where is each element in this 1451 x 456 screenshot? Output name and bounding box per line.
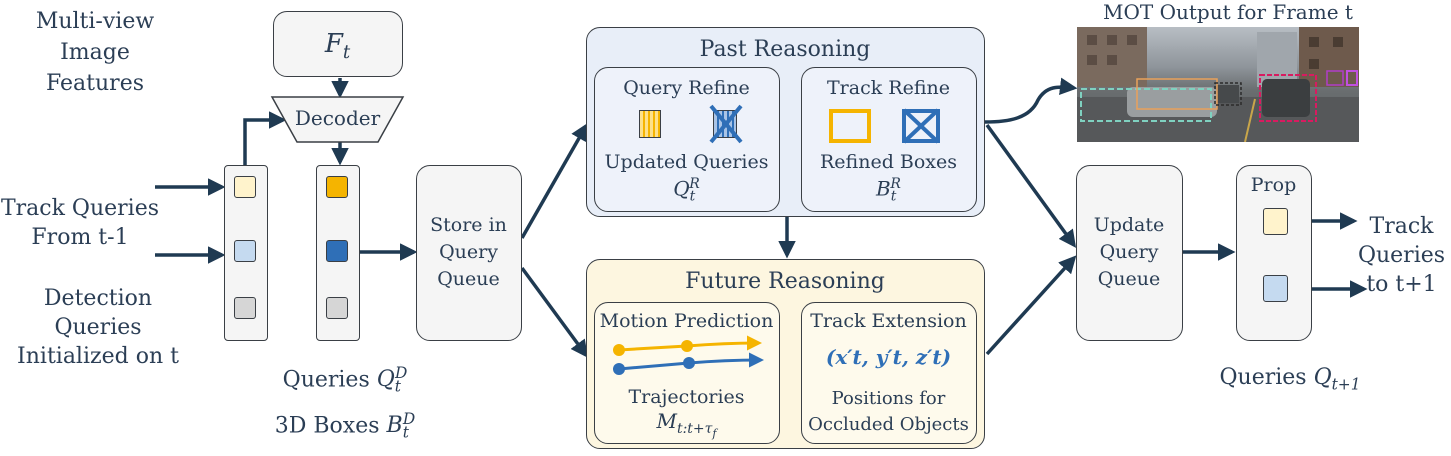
decoded-query-square-yellow xyxy=(326,176,348,198)
propagated-query-blue xyxy=(1263,275,1288,302)
future-reasoning-panel: Future Reasoning Motion Prediction Traje… xyxy=(586,259,985,449)
detection-queries-line2: Initialized on t xyxy=(17,344,179,369)
track-extension-title: Track Extension xyxy=(810,310,967,332)
trajectories-caption: Trajectories xyxy=(628,386,745,408)
mot-output-image xyxy=(1077,27,1359,142)
multiview-features-label: Multi-view Image Features xyxy=(20,6,170,99)
motion-prediction-title: Motion Prediction xyxy=(599,310,774,332)
street-scene-graphic xyxy=(1077,27,1359,142)
multiview-line2: Image xyxy=(60,40,130,65)
detection-queries-caption: Queries QtD xyxy=(282,364,408,396)
track-extension-formula: (x′t, y′t, z′t) xyxy=(825,345,952,369)
store-query-queue-box: Store in Query Queue xyxy=(416,165,522,341)
past-reasoning-title: Past Reasoning xyxy=(699,37,871,62)
track-queries-line1: Track Queries xyxy=(0,196,160,221)
trajectories-symbol: Mt:t+τf xyxy=(656,409,717,440)
input-query-column xyxy=(224,165,268,341)
occluded-positions-caption: Positions for Occluded Objects xyxy=(808,388,969,435)
multiview-line3: Features xyxy=(45,71,145,96)
decoded-query-column xyxy=(316,165,360,341)
detection-query-square-gray xyxy=(234,297,256,319)
refined-boxes-caption: Refined Boxes xyxy=(819,151,958,173)
removed-box-blue-icon xyxy=(902,109,940,143)
prop-box: Prop xyxy=(1236,165,1312,341)
track-queries-line2: From t-1 xyxy=(31,225,129,250)
updated-queries-caption: Updated Queries xyxy=(604,151,769,173)
update-query-queue-label: Update Query Queue xyxy=(1093,214,1165,290)
arrow-future-to-update xyxy=(985,255,1077,356)
track-refine-box: Track Refine Refined Boxes BtR xyxy=(801,67,977,212)
prop-title: Prop xyxy=(1250,174,1297,196)
update-query-queue-box: Update Query Queue xyxy=(1076,165,1183,341)
arrow-past-to-mot xyxy=(984,77,1078,124)
store-query-queue-label: Store in Query Queue xyxy=(430,214,507,290)
multiview-line1: Multi-view xyxy=(35,9,155,34)
track-queries-label: Track Queries From t-1 xyxy=(0,194,160,252)
past-reasoning-panel: Past Reasoning Query Refine Updated Quer… xyxy=(586,27,985,217)
feature-box: Ft xyxy=(273,11,403,77)
arrow-past-to-update xyxy=(985,123,1077,248)
decoded-query-square-gray xyxy=(326,297,348,319)
detection-queries-label: Detection Queries Initialized on t xyxy=(0,284,196,371)
mot-output-title: MOT Output for Frame t xyxy=(1103,0,1353,24)
refined-boxes-symbol: BtR xyxy=(876,176,901,205)
feature-symbol: Ft xyxy=(324,29,351,64)
removed-query-crossed-icon xyxy=(713,110,737,138)
decoded-query-square-blue xyxy=(326,240,348,262)
arrow-store-to-past xyxy=(520,122,588,239)
future-reasoning-title: Future Reasoning xyxy=(685,269,885,294)
detection-queries-line1: Detection Queries xyxy=(43,286,153,340)
arrow-store-to-future xyxy=(520,266,589,358)
decoder-label: Decoder xyxy=(294,106,381,130)
query-refine-title: Query Refine xyxy=(623,77,750,99)
query-refine-box: Query Refine Updated Queries QtR xyxy=(594,67,780,212)
refined-box-yellow-icon xyxy=(829,109,871,143)
refined-query-striped-icon xyxy=(639,110,661,138)
track-queries-output-label: Track Queries to t+1 xyxy=(1357,214,1446,297)
arrow-column-to-decoder xyxy=(243,111,287,165)
motion-prediction-box: Motion Prediction Trajectories Mt:t+τf xyxy=(594,302,780,444)
detection-boxes-caption: 3D Boxes BtD xyxy=(274,410,416,442)
track-query-square xyxy=(234,176,256,198)
detection-query-square-blue xyxy=(234,240,256,262)
next-queries-caption: Queries Qt+1 xyxy=(1219,365,1361,394)
track-extension-box: Track Extension (x′t, y′t, z′t) Position… xyxy=(801,302,977,444)
propagated-query-yellow xyxy=(1263,208,1288,235)
updated-queries-symbol: QtR xyxy=(673,176,700,205)
track-refine-title: Track Refine xyxy=(827,77,950,99)
